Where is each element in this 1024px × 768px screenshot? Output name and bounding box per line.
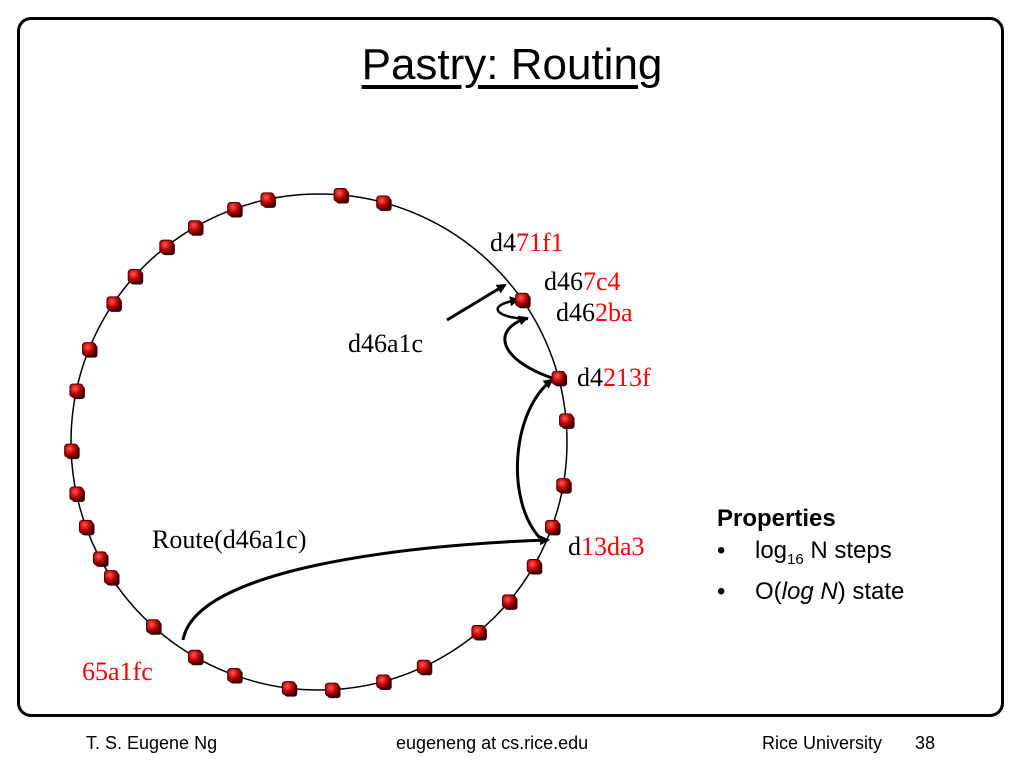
ring-node-d462ba xyxy=(376,195,392,211)
ring-node xyxy=(545,519,561,536)
ring-node xyxy=(227,201,243,218)
footer-email: eugeneng at cs.rice.edu xyxy=(396,733,589,753)
ring-node xyxy=(260,192,276,208)
property-steps-text: log16 N steps xyxy=(755,537,892,568)
ring-node xyxy=(471,624,487,641)
footer-page-number: 38 xyxy=(915,733,936,753)
route-hop-d4213f-to-d462ba xyxy=(503,315,553,380)
ring-node xyxy=(559,413,575,429)
node-label-d13da3: d13da3 xyxy=(568,532,645,561)
slide-title: Pastry: Routing xyxy=(361,40,663,89)
ring-node xyxy=(69,486,85,503)
property-state-text: O(log N) state xyxy=(755,577,905,605)
ring-node xyxy=(501,594,518,610)
route-hop-d13da3-to-d4213f xyxy=(515,378,554,540)
ring-node xyxy=(64,443,80,460)
ring-node-d471f1 xyxy=(188,220,204,236)
ring-node xyxy=(227,668,243,684)
ring-node xyxy=(551,370,568,387)
property-item-steps: • log16 N steps xyxy=(717,535,904,576)
target-key-label: d46a1c xyxy=(348,329,423,358)
ring-node xyxy=(526,559,543,575)
route-call-label: Route(d46a1c) xyxy=(152,525,307,554)
node-label-d467c4: d467c4 xyxy=(544,267,621,296)
ring-node xyxy=(281,681,298,697)
ring-node-65a1fc xyxy=(188,649,204,666)
properties-heading: Properties xyxy=(717,505,836,532)
route-hop-65a1fc-to-d13da3 xyxy=(181,535,550,641)
target-pointer-arrow xyxy=(446,283,507,322)
node-label-d4213f: d4213f xyxy=(577,363,651,392)
node-layer xyxy=(64,187,575,699)
ring-node xyxy=(93,551,109,567)
ring-node xyxy=(78,519,95,536)
ring-node xyxy=(376,674,392,691)
node-label-d471f1: d471f1 xyxy=(490,228,564,257)
footer-institution: Rice University xyxy=(762,733,883,753)
ring-node-d467c4 xyxy=(333,187,350,204)
ring-node xyxy=(104,570,120,586)
property-item-state: • O(log N) state xyxy=(717,576,904,608)
ring-node xyxy=(146,619,162,635)
ring-node xyxy=(324,682,341,699)
node-label-d462ba: d462ba xyxy=(556,298,633,327)
ring-node xyxy=(69,383,85,399)
ring-node xyxy=(159,239,175,256)
ring-node-d4213f xyxy=(515,292,531,309)
ring-node-d13da3 xyxy=(556,478,572,494)
slide-frame xyxy=(17,17,1004,717)
bullet-dot-icon: • xyxy=(717,537,726,564)
footer-author: T. S. Eugene Ng xyxy=(86,733,218,753)
ring-node xyxy=(82,342,98,358)
node-label-65a1fc: 65a1fc xyxy=(82,657,153,686)
route-hop-d462ba-to-d467c4 xyxy=(496,296,529,321)
ring-node xyxy=(106,296,122,312)
ring-circle xyxy=(70,193,568,691)
properties-box: Properties • log16 N steps • O(log N) st… xyxy=(717,505,904,608)
ring-node xyxy=(127,269,144,285)
bullet-dot-icon: • xyxy=(717,577,726,605)
ring-node xyxy=(416,659,433,676)
